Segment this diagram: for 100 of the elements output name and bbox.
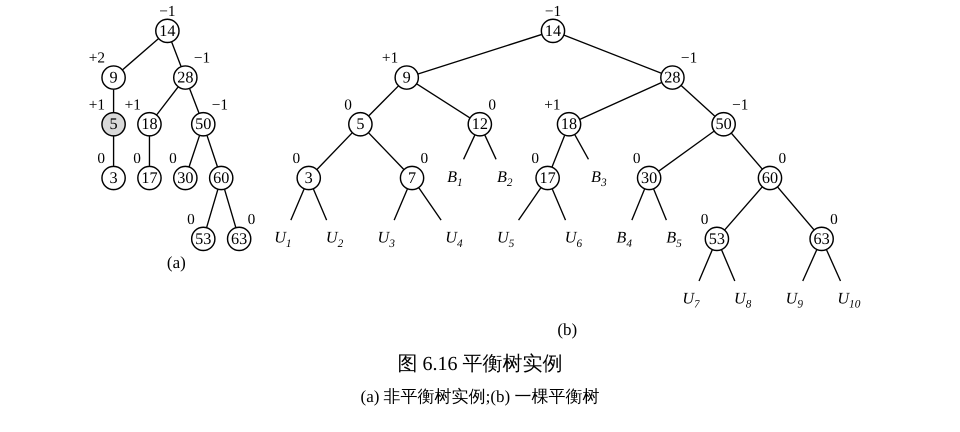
connector <box>394 188 408 220</box>
balance-factor: 0 <box>531 150 540 168</box>
node-circle: 50 <box>190 112 216 137</box>
node-text: U$_{3}$ <box>378 228 395 250</box>
node-circle: 28 <box>173 65 198 90</box>
connector <box>658 130 714 172</box>
node-circle: 7 <box>400 166 424 190</box>
node-circle: 18 <box>137 112 162 137</box>
connector <box>368 132 404 170</box>
node-text: U$_{1}$ <box>274 228 292 250</box>
node-circle: 14 <box>540 18 566 44</box>
node-circle: 60 <box>758 166 782 190</box>
connector <box>777 186 814 230</box>
node-text: B$_{2}$ <box>496 167 513 189</box>
node-circle: 17 <box>535 166 560 190</box>
connector <box>564 34 662 74</box>
node-circle: 30 <box>636 166 662 190</box>
connector <box>312 188 328 220</box>
connector <box>171 42 182 66</box>
balance-factor: +1 <box>382 50 398 67</box>
node-text: B$_{3}$ <box>591 167 607 189</box>
balance-factor: +1 <box>544 96 561 114</box>
connector <box>416 84 470 118</box>
balance-factor: 0 <box>133 150 141 168</box>
balance-factor: 0 <box>248 210 256 228</box>
node-circle: 3 <box>296 166 322 190</box>
connector <box>680 85 716 117</box>
connector <box>156 86 178 116</box>
balance-factor: −1 <box>212 96 228 114</box>
node-text: B$_{1}$ <box>447 167 463 189</box>
node-circle: 63 <box>809 226 834 252</box>
balance-factor: +1 <box>124 96 141 114</box>
node-circle: 5 <box>348 112 373 137</box>
connector <box>206 136 218 167</box>
connector <box>188 136 200 167</box>
node-text: B$_{4}$ <box>616 228 632 250</box>
balance-factor: 0 <box>700 210 708 228</box>
node-circle: 3 <box>101 166 126 190</box>
connector <box>224 190 236 228</box>
node-text: U$_{9}$ <box>786 289 804 310</box>
connector <box>418 34 542 74</box>
balance-factor: −1 <box>732 96 748 114</box>
balance-factor: 0 <box>97 150 106 168</box>
connector <box>653 189 667 220</box>
balance-factor: 0 <box>292 150 300 168</box>
connector <box>290 188 305 220</box>
node-text: U$_{8}$ <box>734 289 752 310</box>
balance-factor: 0 <box>632 150 641 168</box>
balance-factor: 0 <box>187 210 195 228</box>
balance-factor: +2 <box>88 50 106 67</box>
connector <box>698 250 713 282</box>
balance-factor: −1 <box>544 3 562 20</box>
node-circle: 53 <box>704 226 730 252</box>
connector <box>316 132 352 170</box>
balance-factor: −1 <box>194 50 210 67</box>
connector <box>418 188 442 221</box>
node-text: B$_{5}$ <box>666 228 682 250</box>
connector <box>580 82 662 120</box>
connector <box>462 135 476 160</box>
balance-factor: −1 <box>680 50 698 67</box>
balance-factor: +1 <box>88 96 106 114</box>
node-text: U$_{5}$ <box>496 228 514 250</box>
figure-caption: 图 6.16 平衡树实例 <box>398 352 562 377</box>
balance-factor: 0 <box>778 150 786 168</box>
node-circle: 28 <box>660 65 685 90</box>
connector <box>148 136 150 166</box>
node-text: U$_{10}$ <box>837 289 860 310</box>
node-text: U$_{4}$ <box>445 228 463 250</box>
balance-factor: 0 <box>488 96 496 114</box>
subfigure-label: (a) <box>166 253 186 274</box>
node-circle: 12 <box>467 112 492 137</box>
balance-factor: −1 <box>159 3 176 20</box>
balance-factor: 0 <box>420 150 428 168</box>
node-circle: 50 <box>711 112 736 137</box>
connector <box>826 250 842 282</box>
connector <box>574 134 590 160</box>
connector <box>112 136 114 166</box>
subfigure-label: (b) <box>557 320 578 340</box>
node-circle: 17 <box>137 166 162 190</box>
node-text: U$_{2}$ <box>326 228 344 250</box>
node-circle: 53 <box>190 226 216 252</box>
connector <box>206 190 218 228</box>
caption-text: (a) 非平衡树实例;(b) 一棵平衡树 <box>360 386 600 408</box>
connector <box>484 135 497 160</box>
node-circle: 5 <box>101 112 126 137</box>
connector <box>518 188 542 221</box>
connector <box>368 86 399 116</box>
connector <box>731 133 763 170</box>
node-circle: 63 <box>226 226 252 252</box>
balance-factor: 0 <box>830 210 838 228</box>
connector <box>721 250 736 282</box>
node-circle: 60 <box>208 166 234 190</box>
node-circle: 9 <box>101 65 126 90</box>
balance-factor: 0 <box>169 150 177 168</box>
connector <box>189 88 200 114</box>
connector <box>552 188 566 220</box>
balance-factor: 0 <box>344 96 352 114</box>
node-text: U$_{7}$ <box>682 289 700 310</box>
node-circle: 18 <box>556 112 582 137</box>
node-circle: 30 <box>173 166 198 190</box>
